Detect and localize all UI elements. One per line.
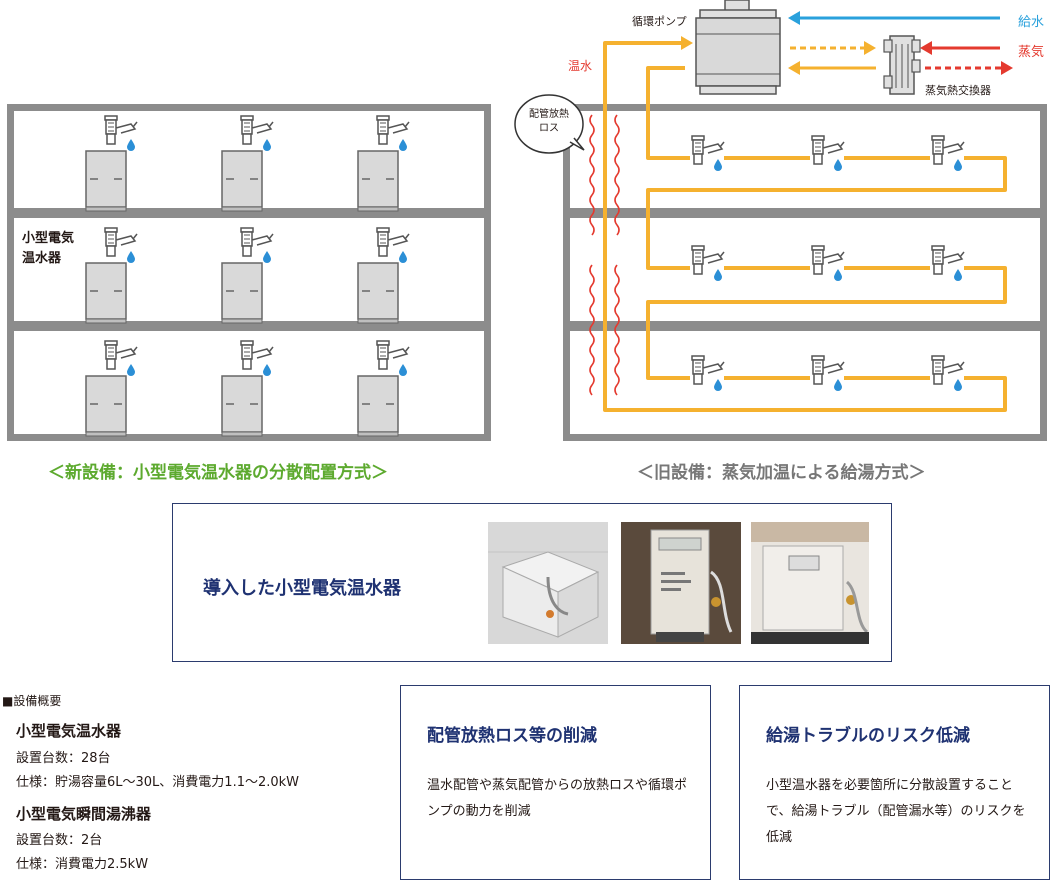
return-arrow: [788, 61, 876, 75]
heater-label: 小型電気 温水器: [22, 231, 75, 266]
benefit-title-1: 配管放熱ロス等の削減: [427, 726, 597, 746]
water-supply-arrow: [788, 11, 1000, 25]
specs-heading: ■設備概要: [2, 694, 62, 708]
benefit-panel-2: 給湯トラブルのリスク低減 小型温水器を必要箇所に分散設置することで、給湯トラブル…: [739, 685, 1050, 880]
photo-heater-3: [751, 522, 869, 644]
spec-name-1: 小型電気温水器: [16, 722, 122, 740]
pump-label: 循環ポンプ: [632, 15, 687, 28]
heat-loss-bubble: [514, 94, 585, 154]
intro-panel: 導入した小型電気温水器: [172, 503, 892, 662]
old-system-caption: ＜旧設備：蒸気加温による給湯方式＞: [637, 463, 926, 483]
heat-exchanger-icon: [883, 35, 921, 95]
spec-detail-2: 仕様：消費電力2.5kW: [16, 857, 149, 872]
benefit-panel-1: 配管放熱ロス等の削減 温水配管や蒸気配管からの放熱ロスや循環ポンプの動力を削減: [400, 685, 711, 880]
old-building: [563, 104, 1047, 441]
spec-name-2: 小型電気瞬間湯沸器: [16, 805, 152, 823]
water-supply-label: 給水: [1018, 15, 1045, 30]
pump-icon: [695, 0, 781, 95]
hot-out-arrow: [790, 41, 876, 55]
faucets-group: [690, 136, 964, 391]
benefit-body-2: 小型温水器を必要箇所に分散設置することで、給湯トラブル（配管漏水等）のリスクを低…: [766, 778, 1026, 845]
heat-loss-label: 配管放熱 ロス: [529, 109, 569, 134]
benefit-title-2: 給湯トラブルのリスク低減: [766, 726, 970, 746]
new-system-caption: ＜新設備：小型電気温水器の分散配置方式＞: [48, 463, 388, 483]
benefit-body-1: 温水配管や蒸気配管からの放熱ロスや循環ポンプの動力を削減: [427, 778, 688, 819]
spec-count-2: 設置台数：2台: [16, 833, 103, 848]
pipe-into-pump-arrow: [681, 36, 693, 50]
hot-water-label: 温水: [568, 59, 593, 73]
spec-count-1: 設置台数：28台: [16, 751, 111, 766]
spec-detail-1: 仕様：貯湯容量6L～30L、消費電力1.1～2.0kW: [16, 775, 300, 790]
steam-in-arrow: [920, 41, 1000, 55]
steam-out-arrow: [925, 61, 1013, 75]
photo-heater-2: [621, 522, 741, 644]
photo-heater-1: [488, 522, 608, 644]
intro-title: 導入した小型電気温水器: [203, 578, 401, 599]
heat-loss-waves: [589, 114, 620, 396]
steam-label: 蒸気: [1018, 45, 1045, 60]
heat-exchanger-label: 蒸気熱交換器: [925, 84, 991, 97]
